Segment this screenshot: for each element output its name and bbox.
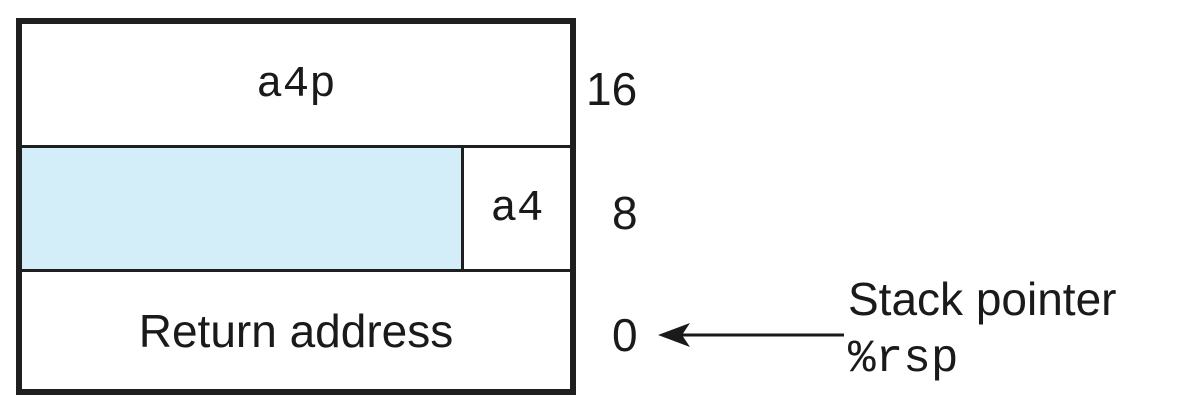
stack-slot-a4: a4 [22,148,570,272]
stack-slot-return-address: Return address [22,272,570,389]
return-address-label: Return address [138,304,454,357]
rsp-register-label: %rsp [848,333,959,385]
offset-0: 0 [612,309,638,361]
a4-label: a4 [490,183,544,234]
stack-slot-a4p: a4p [22,24,570,148]
a4p-label: a4p [256,59,336,110]
stack-frame: a4p a4 Return address [16,18,576,395]
stack-pointer-label: Stack pointer [848,273,1117,325]
offset-8: 8 [612,187,638,239]
offset-16: 16 [586,63,638,115]
padding-region [22,148,464,269]
left-arrow-icon [658,323,844,347]
